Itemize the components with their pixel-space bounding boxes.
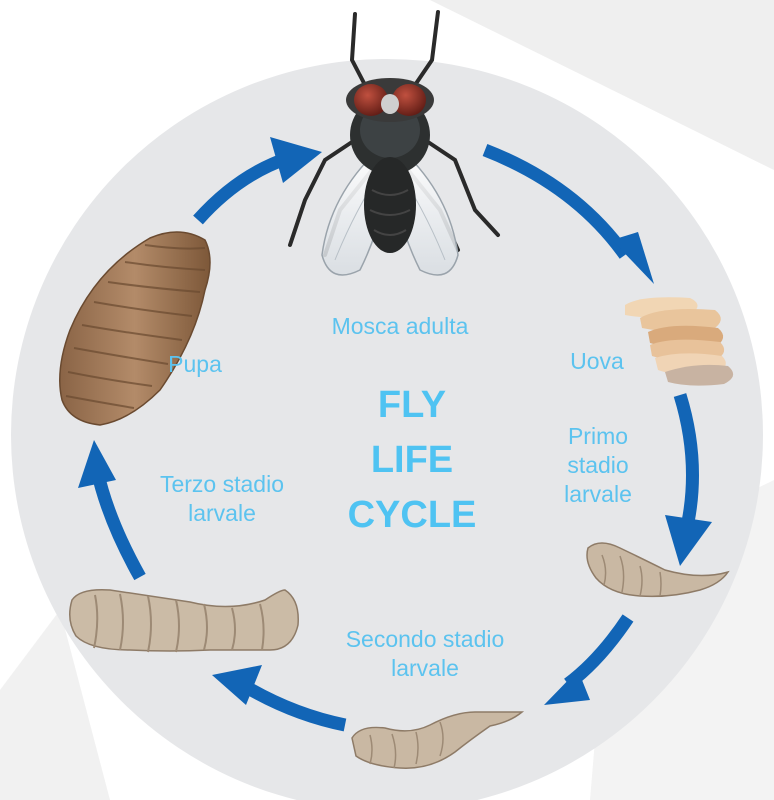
label-first-instar-line: stadio	[548, 451, 648, 480]
label-adult: Mosca adulta	[300, 312, 500, 341]
label-second-instar: Secondo stadio larvale	[310, 625, 540, 683]
label-third-instar: Terzo stadio larvale	[132, 470, 312, 528]
label-pupa: Pupa	[150, 350, 240, 379]
label-first-instar: Primo stadio larvale	[548, 422, 648, 509]
label-second-instar-line: larvale	[310, 654, 540, 683]
label-third-instar-line: larvale	[132, 499, 312, 528]
title-line: FLY	[317, 378, 507, 433]
label-third-instar-line: Terzo stadio	[132, 470, 312, 499]
title-line: LIFE	[317, 433, 507, 488]
label-first-instar-line: larvale	[548, 480, 648, 509]
label-eggs: Uova	[558, 347, 636, 376]
diagram-title: FLY LIFE CYCLE	[317, 378, 507, 543]
title-line: CYCLE	[317, 488, 507, 543]
label-first-instar-line: Primo	[548, 422, 648, 451]
label-second-instar-line: Secondo stadio	[310, 625, 540, 654]
